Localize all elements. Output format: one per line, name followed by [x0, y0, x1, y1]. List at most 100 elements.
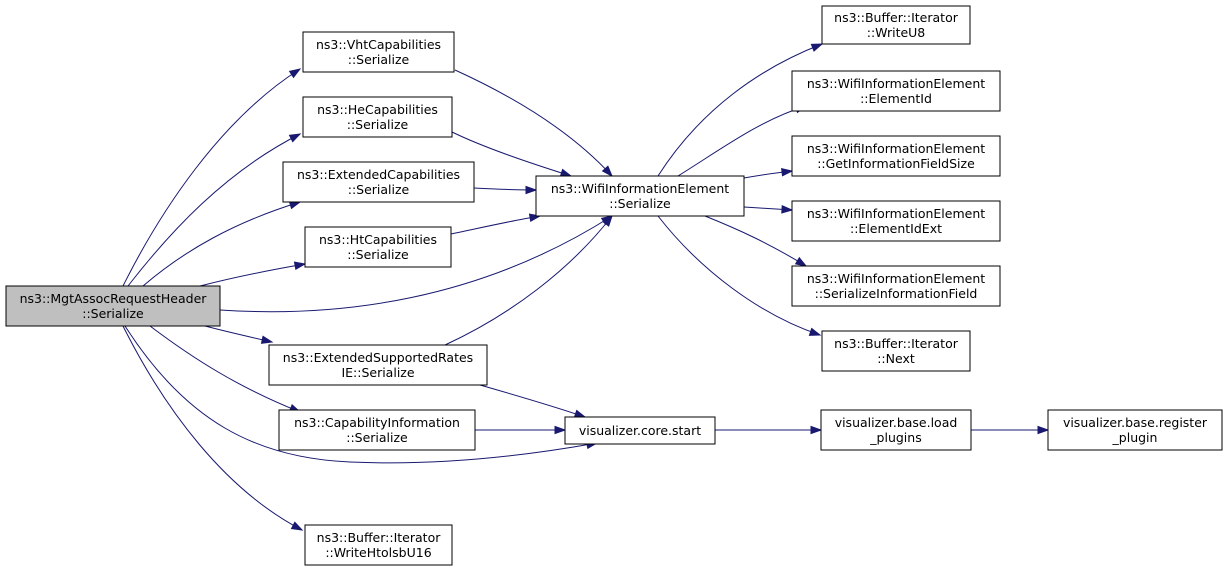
- node-box[interactable]: [791, 70, 1001, 112]
- edge-wie-to-serinfo: [704, 215, 808, 267]
- edge-line: [704, 215, 807, 267]
- node-box[interactable]: [535, 175, 745, 217]
- node-box[interactable]: [268, 344, 488, 386]
- node-wie[interactable]: ns3::WifiInformationElement::Serialize: [535, 175, 745, 217]
- node-label-line: ns3::Buffer::Iterator: [317, 530, 442, 545]
- arrowhead: [794, 256, 808, 267]
- node-label-line: ::SerializeInformationField: [815, 286, 978, 301]
- edge-wie-to-elemidext: [743, 205, 794, 214]
- node-label-line: ::Serialize: [347, 247, 409, 262]
- node-label-line: ::Serialize: [347, 117, 409, 132]
- edge-mgt-to-vht: [122, 68, 302, 287]
- node-label-line: ns3::VhtCapabilities: [316, 37, 441, 52]
- node-box[interactable]: [278, 409, 476, 451]
- arrowhead: [525, 185, 538, 195]
- node-ext[interactable]: ns3::ExtendedCapabilities::Serialize: [282, 161, 475, 203]
- edge-wie-to-elemid: [677, 104, 808, 177]
- node-box[interactable]: [304, 226, 452, 268]
- node-writehtol[interactable]: ns3::Buffer::Iterator::WriteHtolsbU16: [304, 524, 453, 566]
- node-label-line: ::WriteHtolsbU16: [325, 545, 431, 560]
- edge-extsr-to-vcs: [479, 384, 587, 418]
- node-serinfo[interactable]: ns3::WifiInformationElement::SerializeIn…: [791, 265, 1001, 307]
- node-box[interactable]: [1047, 409, 1223, 451]
- node-box[interactable]: [302, 96, 453, 138]
- node-label-line: ns3::Buffer::Iterator: [834, 10, 959, 25]
- node-vbr[interactable]: visualizer.base.register_plugin: [1047, 409, 1223, 451]
- node-elemid[interactable]: ns3::WifiInformationElement::ElementId: [791, 70, 1001, 112]
- arrowhead: [810, 425, 823, 435]
- edge-line: [450, 215, 541, 235]
- edge-ext-to-wie: [473, 185, 538, 195]
- edge-line: [479, 384, 586, 418]
- node-label-line: ns3::MgtAssocRequestHeader: [20, 291, 208, 306]
- node-label-line: ns3::HtCapabilities: [319, 232, 437, 247]
- edge-vcs-to-vbl: [715, 425, 823, 435]
- node-label-line: ::Serialize: [609, 196, 671, 211]
- node-box[interactable]: [791, 135, 1001, 177]
- edge-wie-to-next: [657, 215, 822, 336]
- node-label-line: ns3::CapabilityInformation: [294, 415, 460, 430]
- node-vcs[interactable]: visualizer.core.start: [564, 416, 716, 445]
- node-mgt[interactable]: ns3::MgtAssocRequestHeader::Serialize: [5, 285, 221, 327]
- edge-line: [454, 69, 613, 177]
- node-box[interactable]: [821, 5, 971, 45]
- node-label-line: ::Next: [877, 351, 915, 366]
- node-getinfo[interactable]: ns3::WifiInformationElement::GetInformat…: [791, 135, 1001, 177]
- node-box[interactable]: [282, 161, 475, 203]
- node-box[interactable]: [791, 265, 1001, 307]
- node-box[interactable]: [820, 409, 972, 451]
- node-box[interactable]: [304, 524, 453, 566]
- arrowhead: [288, 133, 302, 143]
- edges-layer: [122, 43, 1050, 531]
- node-label-line: ::ElementIdExt: [850, 221, 942, 236]
- node-label-line: ns3::Buffer::Iterator: [834, 336, 959, 351]
- edge-vbl-to-vbr: [971, 425, 1050, 435]
- node-label-line: ns3::HeCapabilities: [317, 102, 438, 117]
- node-box[interactable]: [821, 330, 971, 372]
- node-box[interactable]: [5, 285, 221, 327]
- node-label-line: _plugin: [1112, 430, 1158, 445]
- edge-line: [149, 325, 301, 413]
- node-box[interactable]: [791, 200, 1001, 242]
- node-next[interactable]: ns3::Buffer::Iterator::Next: [821, 330, 971, 372]
- edge-mgt-to-ht: [199, 261, 307, 287]
- arrowhead: [808, 327, 822, 336]
- arrowhead: [293, 261, 307, 270]
- edge-line: [657, 43, 823, 177]
- node-capinfo[interactable]: ns3::CapabilityInformation::Serialize: [278, 409, 476, 451]
- node-label-line: visualizer.core.start: [579, 423, 701, 438]
- edge-extsr-to-wie: [444, 214, 613, 346]
- node-label-line: ::GetInformationFieldSize: [817, 156, 975, 171]
- arrowhead: [1037, 425, 1050, 435]
- node-label-line: _plugins: [869, 430, 921, 445]
- node-vbl[interactable]: visualizer.base.load_plugins: [820, 409, 972, 451]
- node-label-line: ::WriteU8: [867, 25, 926, 40]
- node-box[interactable]: [302, 31, 455, 73]
- edge-capinfo-to-vcs: [475, 425, 567, 435]
- node-label-line: ::Serialize: [348, 52, 410, 67]
- arrowhead: [602, 214, 613, 227]
- node-writeu8[interactable]: ns3::Buffer::Iterator::WriteU8: [821, 5, 971, 45]
- edge-line: [657, 215, 821, 336]
- edge-wie-to-getinfo: [743, 167, 794, 179]
- edge-mgt-to-extsr: [204, 325, 274, 344]
- node-box[interactable]: [564, 416, 716, 445]
- node-label-line: ::Serialize: [346, 430, 408, 445]
- arrowhead: [260, 335, 274, 344]
- arrowhead: [288, 68, 302, 79]
- node-vht[interactable]: ns3::VhtCapabilities::Serialize: [302, 31, 455, 73]
- node-label-line: ::ElementId: [860, 91, 932, 106]
- edge-line: [677, 105, 807, 177]
- arrowhead: [781, 167, 794, 177]
- node-label-line: IE::Serialize: [341, 365, 414, 380]
- node-label-line: ::Serialize: [348, 182, 410, 197]
- node-ht[interactable]: ns3::HtCapabilities::Serialize: [304, 226, 452, 268]
- node-he[interactable]: ns3::HeCapabilities::Serialize: [302, 96, 453, 138]
- edge-ht-to-wie: [450, 213, 542, 235]
- arrowhead: [559, 168, 573, 177]
- node-elemidext[interactable]: ns3::WifiInformationElement::ElementIdEx…: [791, 200, 1001, 242]
- nodes-layer: ns3::MgtAssocRequestHeader::Serializens3…: [5, 5, 1223, 566]
- edge-line: [199, 263, 306, 287]
